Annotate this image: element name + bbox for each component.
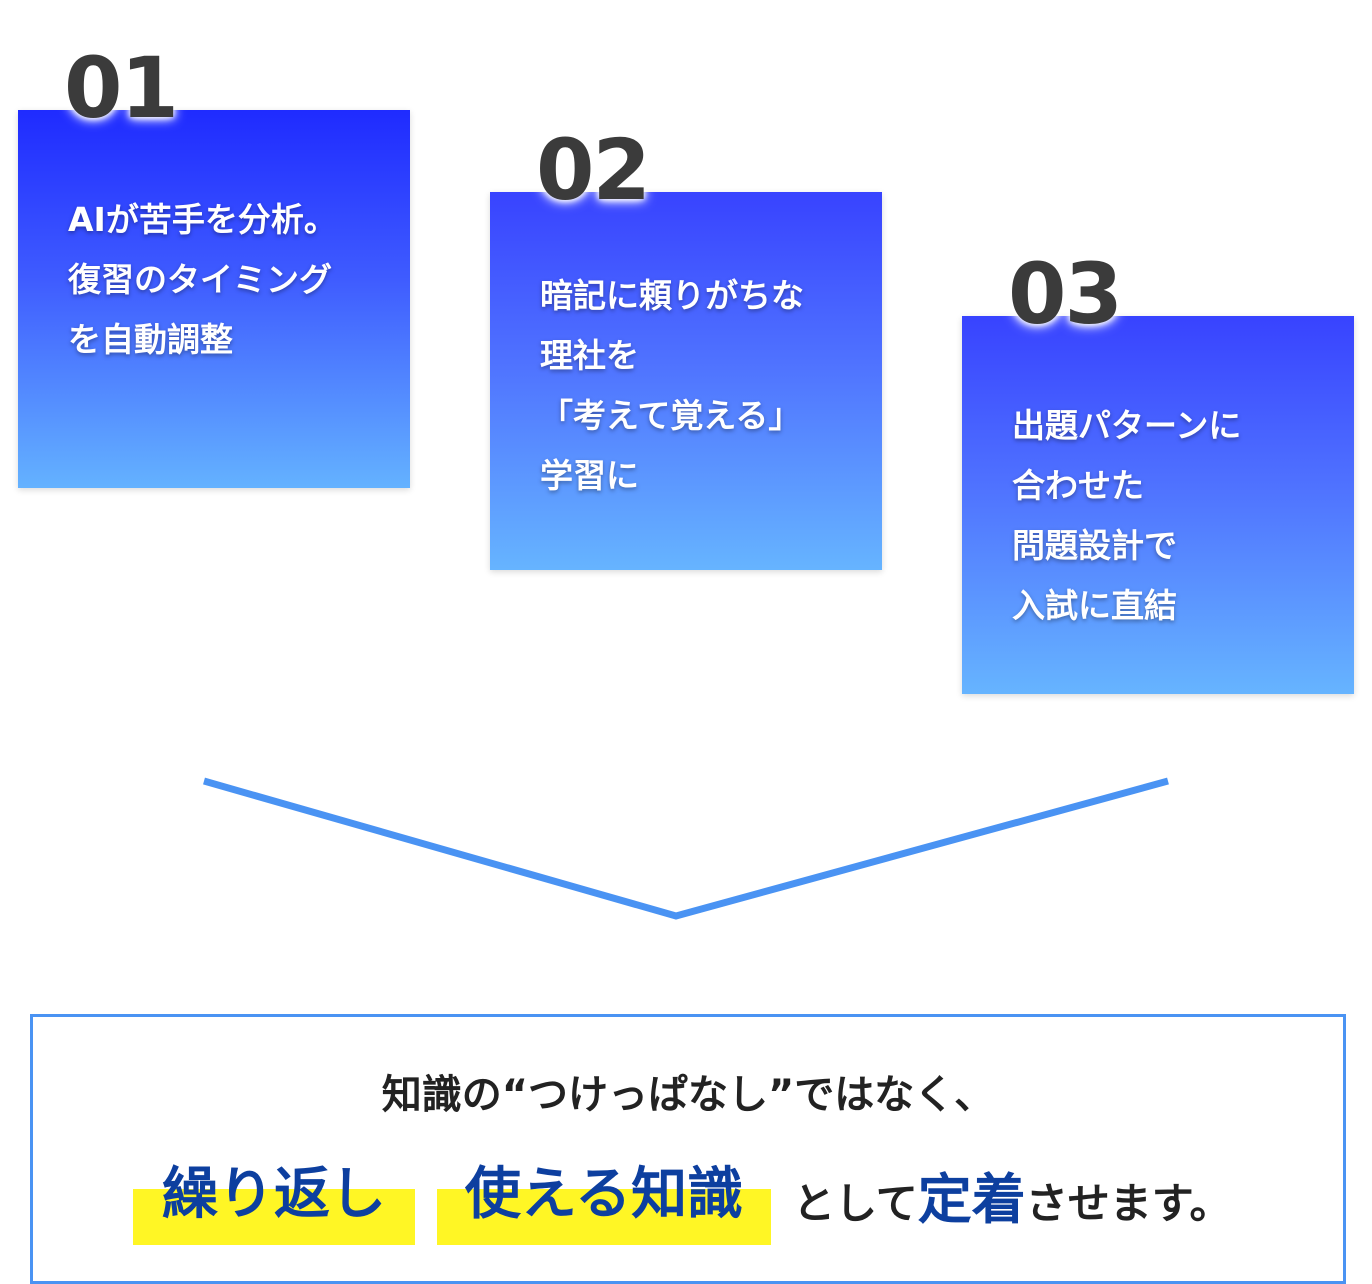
step-number: 03 xyxy=(1008,245,1123,343)
step-line: 「考えて覚える」 xyxy=(540,396,802,435)
step-line: 暗記に頼りがちな xyxy=(540,276,804,315)
tail-emphasis: 定着 xyxy=(917,1168,1026,1231)
step-card-3: 03 出題パターンに 合わせた 問題設計で 入試に直結 xyxy=(962,252,1354,694)
result-tail: として定着させます。 xyxy=(793,1165,1232,1248)
highlight-text: 使える知識 xyxy=(464,1162,744,1227)
step-line: AIが苦手を分析。 xyxy=(68,200,337,239)
step-line: 合わせた xyxy=(1012,466,1144,505)
step-number: 01 xyxy=(64,39,179,137)
step-line: 問題設計で xyxy=(1012,526,1177,565)
result-headline: 知識の“つけっぱなし”ではなく、 xyxy=(381,1072,995,1118)
step-number: 02 xyxy=(536,121,651,219)
step-line: 入試に直結 xyxy=(1012,586,1177,625)
step-line: 出題パターンに xyxy=(1012,406,1242,445)
step-card-1: 01 AIが苦手を分析。 復習のタイミング を自動調整 xyxy=(18,46,410,488)
highlight-marker xyxy=(133,1189,415,1245)
highlight-usable-knowledge: 使える知識 xyxy=(437,1155,771,1245)
step-description: AIが苦手を分析。 復習のタイミング を自動調整 xyxy=(68,190,388,370)
step-description: 出題パターンに 合わせた 問題設計で 入試に直結 xyxy=(1012,396,1332,636)
step-line: 理社を xyxy=(540,336,639,375)
highlight-text: 繰り返し xyxy=(162,1162,386,1227)
step-card-2: 02 暗記に頼りがちな 理社を 「考えて覚える」 学習に xyxy=(490,128,882,570)
highlight-repeat: 繰り返し xyxy=(133,1155,415,1245)
highlight-marker xyxy=(437,1189,771,1245)
step-line: 学習に xyxy=(540,456,639,495)
tail-text: として xyxy=(793,1179,918,1228)
result-summary-box: 知識の“つけっぱなし”ではなく、 繰り返し 使える知識 として定着させます。 xyxy=(30,1014,1346,1284)
tail-text: させます。 xyxy=(1025,1179,1232,1228)
step-description: 暗記に頼りがちな 理社を 「考えて覚える」 学習に xyxy=(540,266,860,506)
step-line: 復習のタイミング xyxy=(68,260,332,299)
step-line: を自動調整 xyxy=(68,320,233,359)
